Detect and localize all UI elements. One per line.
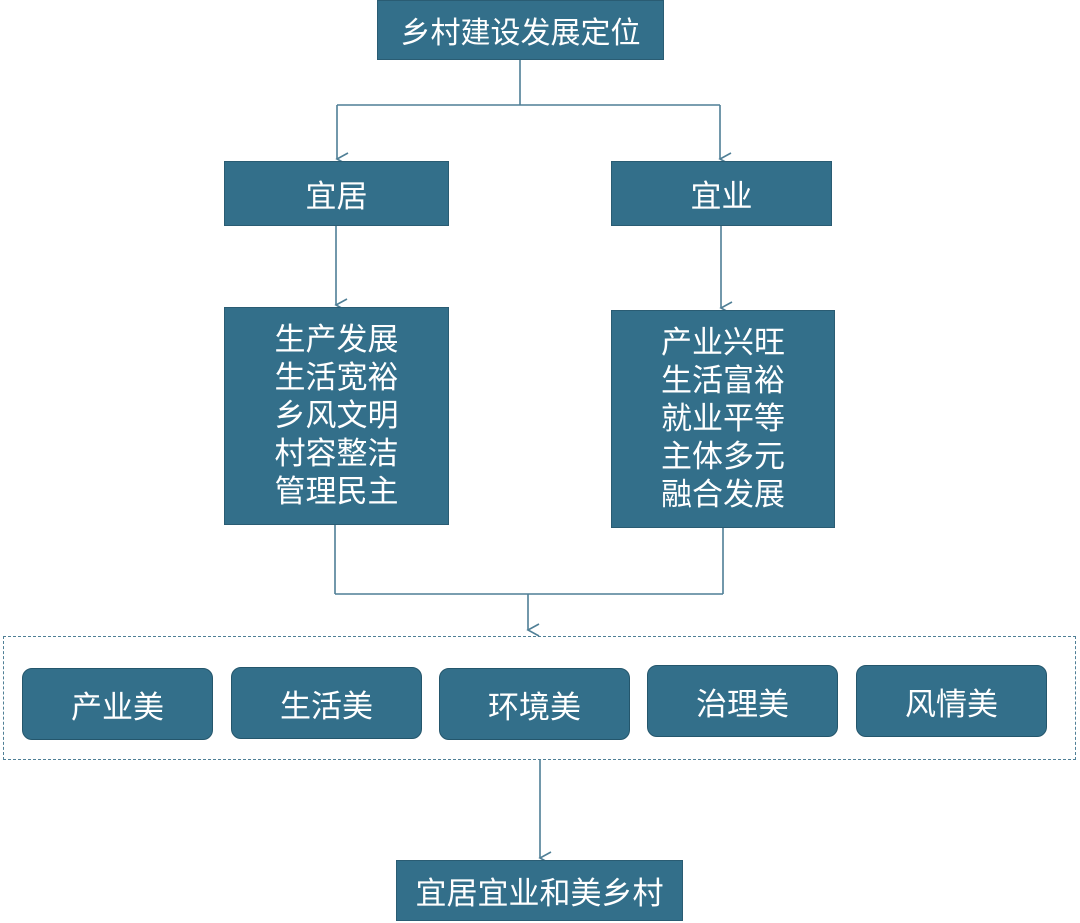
beauty-node-label: 环境美 xyxy=(488,689,581,726)
beauty-node-label: 治理美 xyxy=(696,686,789,723)
list-item: 生活富裕 xyxy=(661,363,785,399)
top-node-development-positioning: 乡村建设发展定位 xyxy=(377,0,664,60)
bottom-node-label: 宜居宜业和美乡村 xyxy=(415,876,664,912)
branch-node-label: 宜居 xyxy=(305,179,368,215)
top-node-label: 乡村建设发展定位 xyxy=(400,16,641,51)
list-node-livable-goals: 生产发展 生活宽裕 乡风文明 村容整洁 管理民主 xyxy=(224,307,449,525)
beauty-node-governance: 治理美 xyxy=(647,665,838,737)
beauty-node-label: 生活美 xyxy=(280,688,373,725)
list-item: 主体多元 xyxy=(661,439,785,475)
beauty-node-customs: 风情美 xyxy=(856,665,1047,737)
list-item: 村容整洁 xyxy=(274,436,399,472)
list-item: 生活宽裕 xyxy=(274,360,399,396)
beauty-node-label: 风情美 xyxy=(905,686,998,723)
beauty-node-label: 产业美 xyxy=(71,689,164,726)
list-node-business-goals: 产业兴旺 生活富裕 就业平等 主体多元 融合发展 xyxy=(611,310,835,528)
beauty-node-industry: 产业美 xyxy=(22,668,213,740)
beauty-node-life: 生活美 xyxy=(231,667,422,739)
bottom-node-harmonious-village: 宜居宜业和美乡村 xyxy=(396,860,683,921)
list-item: 融合发展 xyxy=(661,477,785,513)
branch-node-label: 宜业 xyxy=(690,179,753,215)
list-item: 乡风文明 xyxy=(274,398,399,434)
beauty-node-environment: 环境美 xyxy=(439,668,630,740)
list-item: 管理民主 xyxy=(274,474,399,510)
branch-node-livable: 宜居 xyxy=(224,161,449,226)
branch-node-business: 宜业 xyxy=(611,161,832,226)
list-item: 生产发展 xyxy=(274,322,399,358)
list-item: 就业平等 xyxy=(661,401,785,437)
list-item: 产业兴旺 xyxy=(661,325,785,361)
beauty-group-dashed-frame xyxy=(3,636,1076,760)
